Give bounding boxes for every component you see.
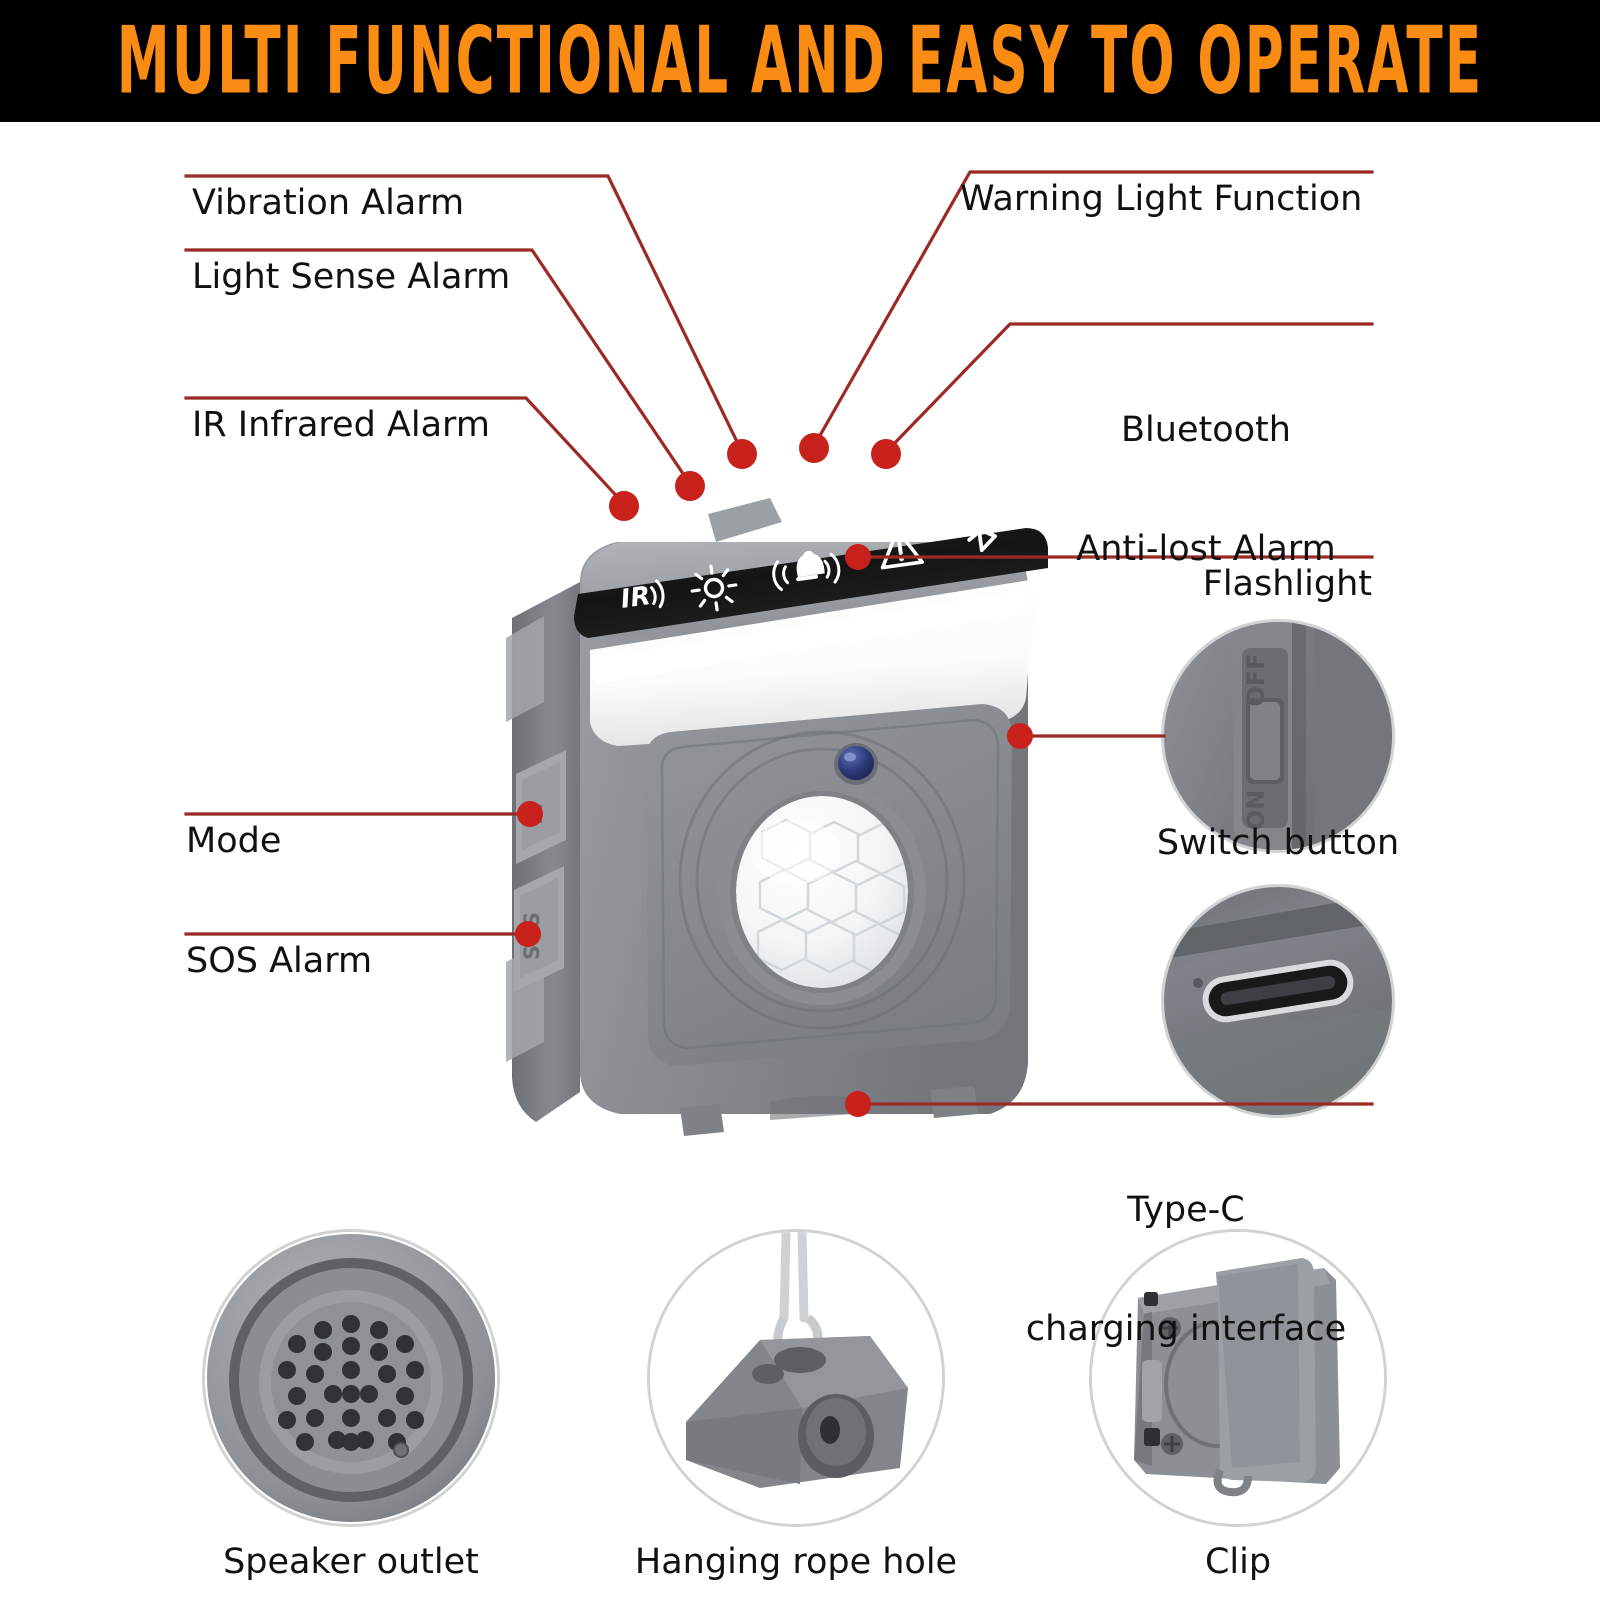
callout-sos-alarm: SOS Alarm [186,941,373,981]
svg-text:IR: IR [619,581,653,615]
banner-title: MULTI FUNCTIONAL AND EASY TO OPERATE [116,6,1484,115]
sos-button-label: SOS [520,912,544,960]
switch-off-label: OFF [1242,653,1270,706]
lanyard-rope [779,1232,809,1323]
switch-button-inset: OFF ON [1164,622,1392,850]
hanging-rope-hole-inset [650,1232,942,1524]
flashlight-led-panel [590,580,1037,746]
callout-ir-infrared-alarm: IR Infrared Alarm [192,405,490,445]
clip-tip [1213,1468,1252,1497]
speaker-outlet-inset [205,1232,497,1524]
callout-light-sense-alarm: Light Sense Alarm [192,257,511,297]
callout-switch-button: Switch button [1156,823,1400,863]
callout-bluetooth-line2: Anti-lost Alarm [1076,528,1336,569]
bluetooth-icon [965,508,997,553]
header-banner: MULTI FUNCTIONAL AND EASY TO OPERATE [0,0,1600,122]
product-image: IR [506,498,1048,1136]
pir-sensor-dome [718,779,926,1005]
callout-warning-light-function: Warning Light Function [960,179,1363,219]
speaker-holes [278,1315,424,1451]
infographic-stage: IR [0,122,1600,1600]
callout-type-c: Type-C charging interface [1000,1112,1372,1428]
callout-flashlight: Flashlight [1202,564,1372,604]
label-speaker-outlet: Speaker outlet [223,1542,479,1582]
clip-inset [1092,1232,1384,1524]
label-clip: Clip [1204,1542,1272,1582]
ir-icon: IR [619,579,665,615]
callout-bluetooth-line1: Bluetooth [1121,410,1291,451]
vibration-bell-icon [772,550,841,592]
screw-hole-icon [1193,978,1203,988]
rear-clip-tab [708,498,782,542]
label-hanging-rope-hole: Hanging rope hole [634,1542,958,1582]
callout-type-c-line1: Type-C [1127,1190,1245,1231]
indicator-led [834,743,878,785]
callout-type-c-line2: charging interface [1025,1308,1347,1349]
pir-ring-grooves [678,730,966,1030]
brightness-sun-icon [690,564,738,612]
rope-slot [774,1347,826,1373]
screw-icon [393,1442,409,1458]
mode-button-label: M [523,803,548,825]
callout-mode: Mode [186,821,282,861]
switch-on-label: ON [1242,790,1270,831]
callout-vibration-alarm: Vibration Alarm [192,183,465,223]
type-c-port-inset [1164,887,1392,1115]
